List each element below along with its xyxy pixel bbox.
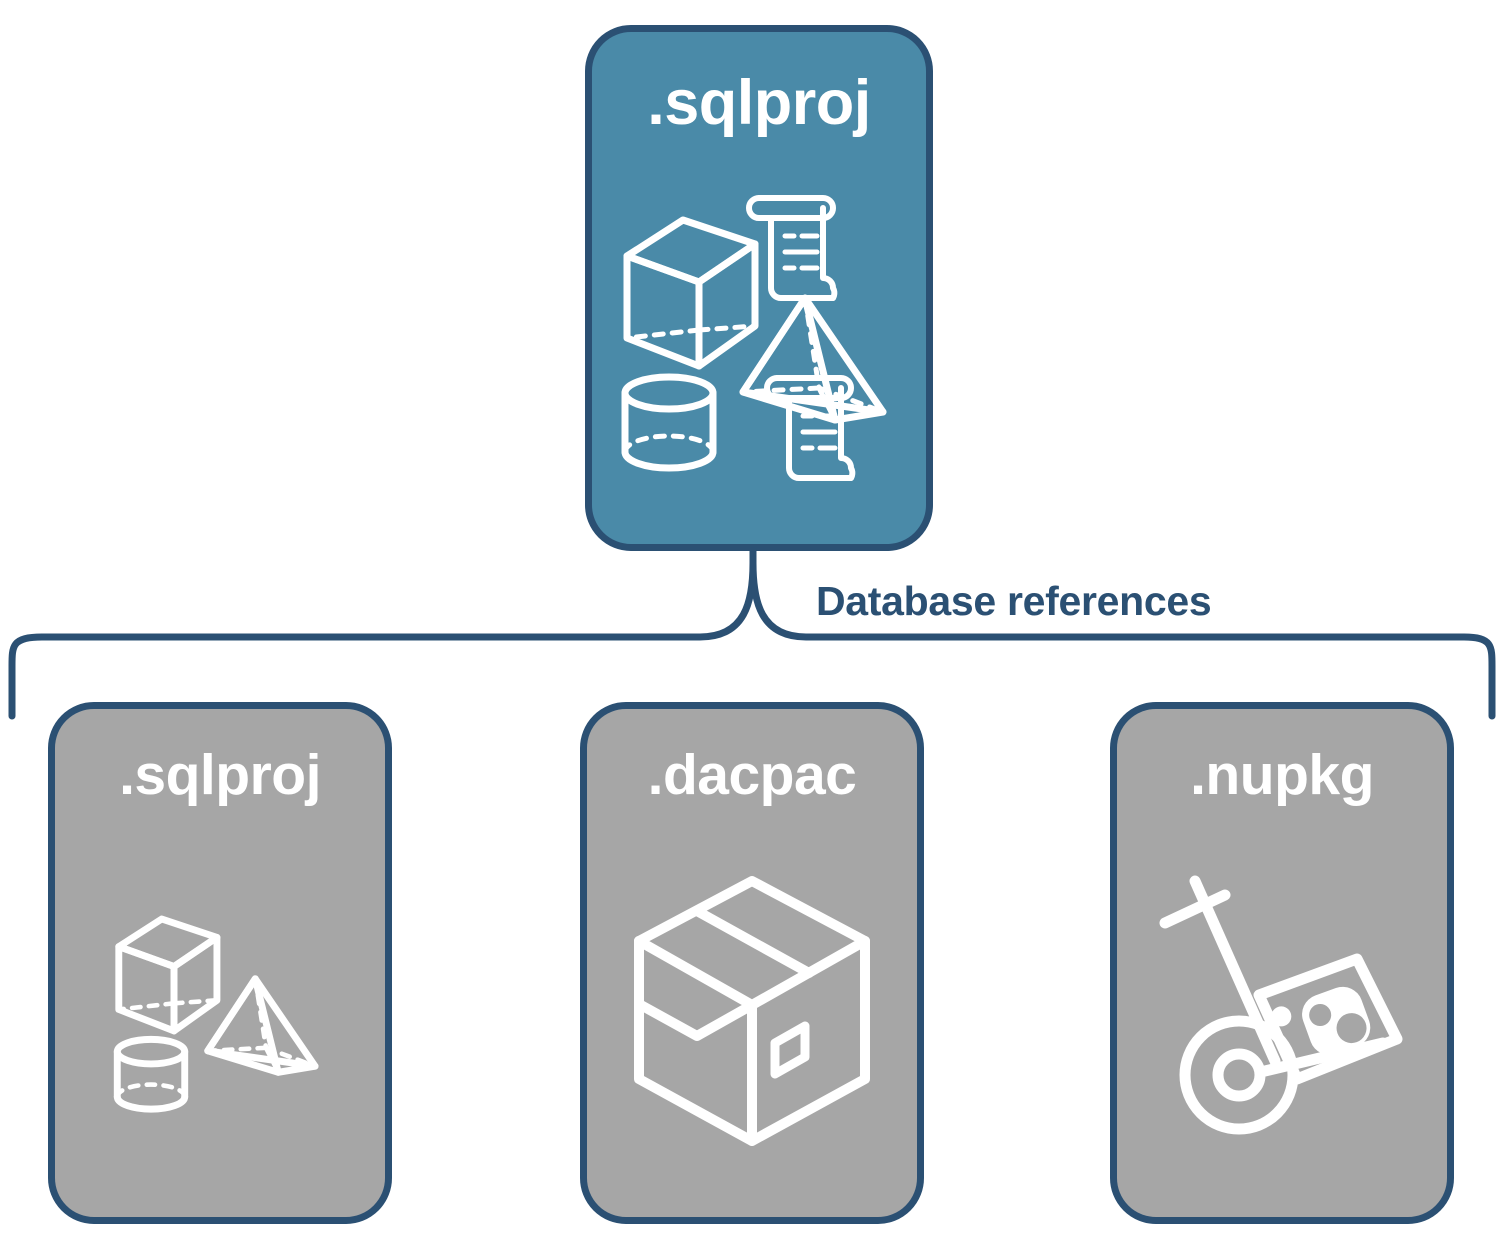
scroll-icon — [746, 194, 838, 301]
nuget-logo-dots — [1309, 1003, 1367, 1043]
node-title: .nupkg — [1190, 743, 1374, 807]
package-box-icon — [634, 875, 870, 1146]
node-sqlproj-reference[interactable]: .sqlproj — [48, 702, 392, 1224]
node-artwork — [587, 804, 917, 1217]
cube-icon — [623, 216, 759, 369]
node-title: .sqlproj — [647, 68, 871, 138]
node-sqlproj-root[interactable]: .sqlproj — [585, 25, 933, 551]
hand-truck-group — [1159, 875, 1403, 1134]
pyramid-icon — [739, 294, 887, 423]
edge-label-database-references: Database references — [816, 578, 1212, 624]
node-title: .dacpac — [647, 743, 857, 807]
node-artwork — [1117, 804, 1447, 1217]
sqlproj-shapes-group — [113, 915, 319, 1113]
sqlproj-shapes-group — [621, 194, 887, 481]
node-nupkg-reference[interactable]: .nupkg — [1110, 702, 1454, 1224]
nuget-package-icon — [1253, 953, 1403, 1084]
node-title: .sqlproj — [119, 743, 321, 807]
cylinder-icon — [621, 373, 717, 471]
scroll-icon — [764, 374, 856, 481]
node-dacpac-reference[interactable]: .dacpac — [580, 702, 924, 1224]
node-artwork — [592, 135, 926, 544]
cylinder-icon — [113, 1035, 189, 1113]
pyramid-icon — [204, 974, 319, 1076]
node-artwork — [55, 804, 385, 1217]
brace-left-arm — [8, 559, 757, 720]
cube-icon — [115, 915, 221, 1034]
